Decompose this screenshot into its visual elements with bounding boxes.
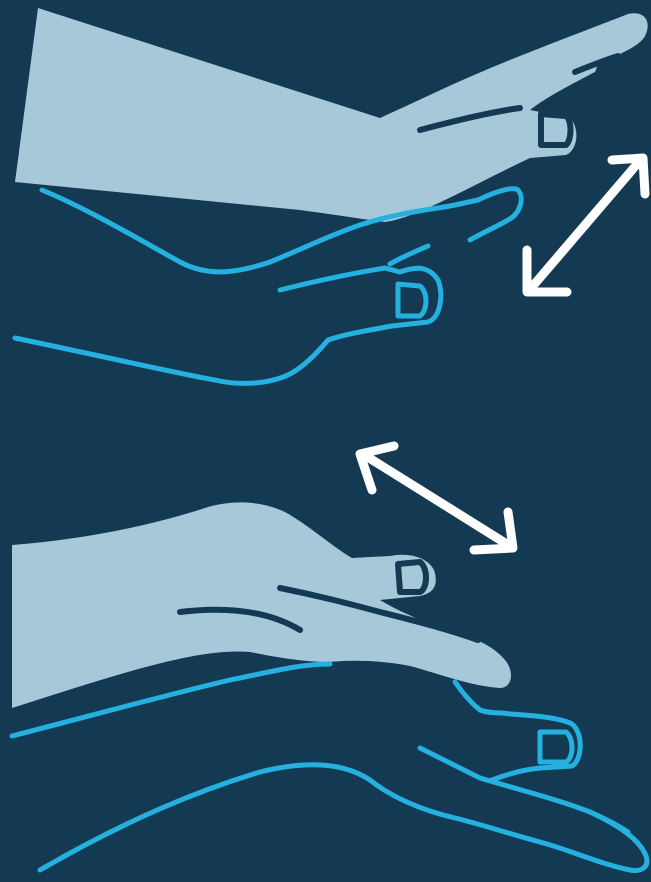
illustration-canvas: [0, 0, 651, 882]
hand-movement-illustration: [0, 0, 651, 882]
